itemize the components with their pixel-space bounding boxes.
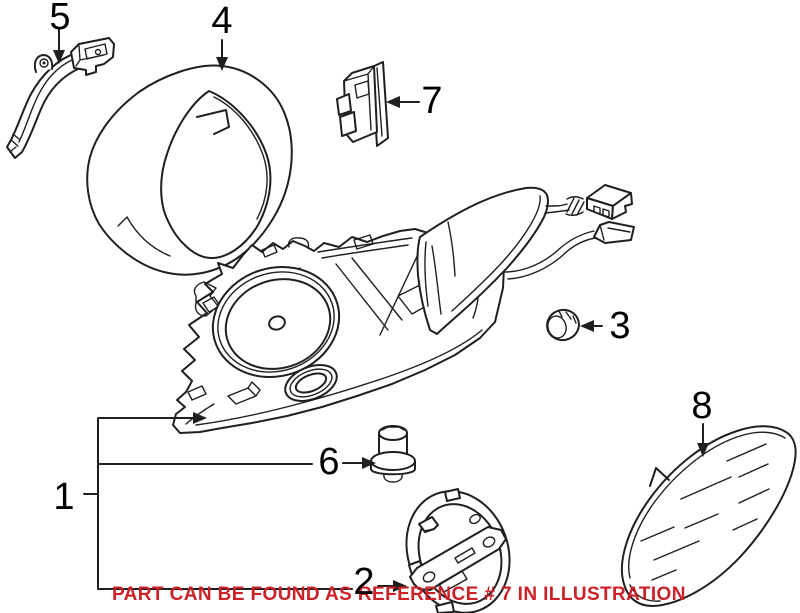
arrow-to-part-8 (697, 423, 709, 457)
callout-5: 5 (49, 0, 71, 38)
arrow-to-part-7 (386, 96, 420, 108)
part-5-drawing (6, 37, 115, 159)
arrow-to-part-6 (342, 457, 376, 469)
part-7-drawing (336, 61, 389, 147)
callout-3: 3 (609, 305, 631, 347)
arrow-to-part-4 (216, 39, 228, 71)
mirror-assembly-drawing (172, 184, 635, 434)
callout-8: 8 (691, 385, 713, 427)
callout-6: 6 (318, 441, 340, 483)
arrow-to-part-5 (53, 29, 65, 64)
callout-4: 4 (211, 0, 233, 42)
part-4-drawing (86, 64, 293, 276)
callout-1: 1 (53, 476, 75, 518)
reference-note: PART CAN BE FOUND AS REFERENCE # 7 IN IL… (112, 584, 686, 605)
part-6-drawing (370, 425, 416, 483)
part-3-drawing (546, 308, 580, 342)
callout-2: 2 (353, 561, 375, 603)
arrow-to-part-2 (377, 580, 407, 592)
arrow-to-part-3 (580, 320, 603, 332)
part-2-drawing (405, 488, 511, 613)
part-8-drawing (620, 425, 797, 607)
callout-leader-lines (53, 29, 709, 592)
callout-7: 7 (421, 80, 443, 122)
part-1-bracket (83, 412, 353, 590)
